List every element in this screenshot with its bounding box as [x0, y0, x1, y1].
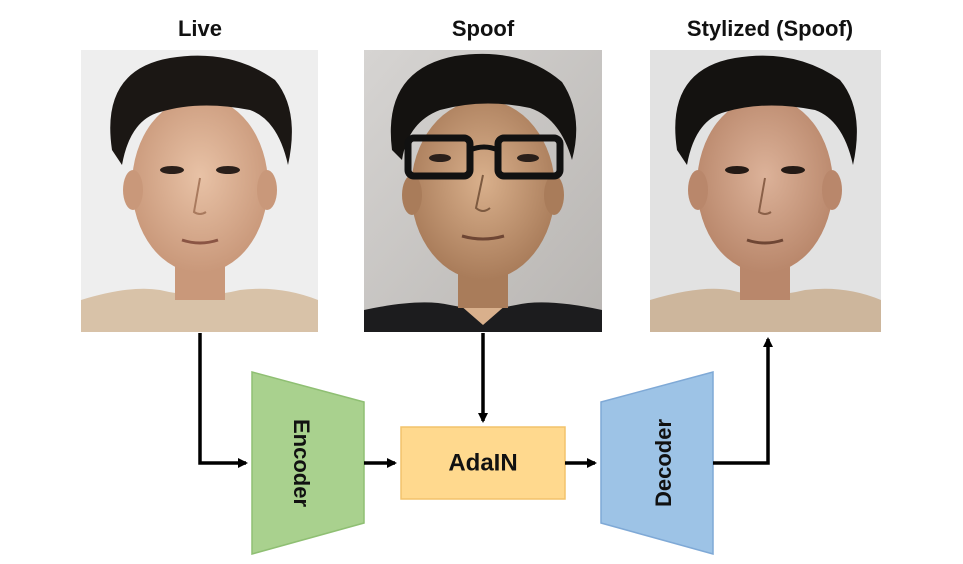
- spoof-face-photo: [364, 50, 602, 332]
- encoder-label: Encoder: [289, 419, 314, 507]
- adain-block: [400, 426, 566, 500]
- live-face-photo: [81, 50, 318, 332]
- decoder-block: [600, 371, 714, 555]
- stylized-spoof-title: Stylized (Spoof): [687, 16, 853, 41]
- live-to-encoder-arrow: [198, 333, 248, 468]
- decoder-label: Decoder: [651, 419, 676, 507]
- decoder-to-stylized-arrow: [713, 337, 773, 465]
- stylized-spoof-face-photo: [650, 50, 881, 332]
- encoder-block: [251, 371, 365, 555]
- adain-label: AdaIN: [448, 449, 517, 476]
- live-title: Live: [178, 16, 222, 41]
- spoof-title: Spoof: [452, 16, 515, 41]
